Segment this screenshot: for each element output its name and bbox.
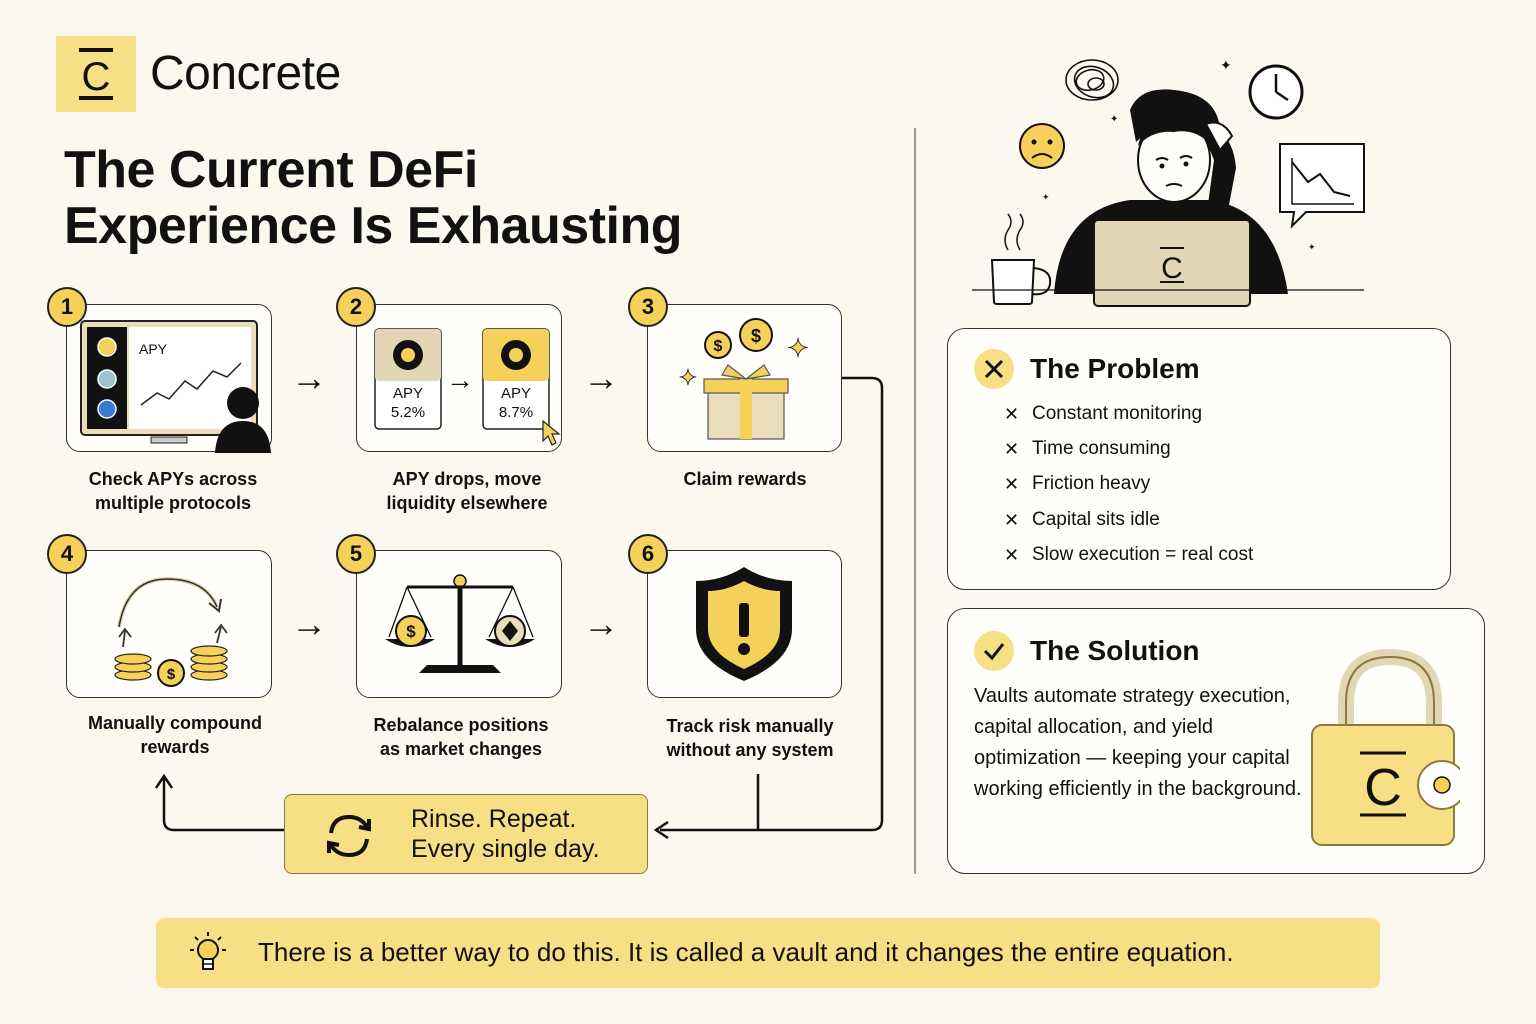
banner-text: There is a better way to do this. It is … — [258, 937, 1234, 967]
problem-item: ✕Friction heavy — [1004, 473, 1151, 494]
svg-text:$: $ — [406, 622, 416, 641]
x-mark-icon: ✕ — [1004, 403, 1020, 424]
step-4-badge: 4 — [47, 534, 87, 574]
step-3-badge: 3 — [628, 287, 668, 327]
svg-text:✦: ✦ — [1042, 193, 1050, 203]
problem-title: The Problem — [1030, 353, 1200, 384]
apy-compare-icon: APY 5.2% → APY 8.7% — [374, 328, 561, 446]
svg-text:APY: APY — [501, 385, 531, 402]
svg-text:APY: APY — [139, 341, 168, 357]
lightbulb-icon — [190, 932, 226, 970]
solution-body: Vaults automate strategy execution, capi… — [974, 685, 1302, 800]
x-mark-icon: ✕ — [1004, 438, 1020, 459]
padlock-icon: C — [1311, 648, 1460, 846]
coffee-mug-icon — [990, 213, 1052, 305]
brand-logo: C — [56, 36, 136, 112]
svg-text:✦: ✦ — [1220, 58, 1232, 74]
page-title-line-1: The Current DeFi — [64, 141, 478, 199]
scribble-icon — [1065, 59, 1119, 101]
close-x-icon — [974, 349, 1014, 389]
svg-text:5.2%: 5.2% — [391, 404, 425, 421]
sad-face-icon — [1019, 123, 1065, 169]
page-title-line-2: Experience Is Exhausting — [64, 197, 683, 255]
step-3-label: Claim rewards — [683, 469, 807, 489]
rinse-repeat-callout: Rinse. Repeat.Every single day. — [284, 794, 648, 874]
solution-title: The Solution — [1030, 635, 1200, 666]
svg-text:C: C — [1161, 252, 1183, 285]
svg-text:8.7%: 8.7% — [499, 404, 533, 421]
svg-text:APY: APY — [393, 385, 423, 402]
x-mark-icon: ✕ — [1004, 473, 1020, 494]
arrow-right-icon: → — [291, 603, 327, 644]
problem-card: The Problem ✕Constant monitoring ✕Time c… — [947, 328, 1451, 590]
step-6-badge: 6 — [628, 534, 668, 574]
shield-alert-icon — [696, 567, 792, 681]
column-divider — [914, 128, 916, 874]
page-title: The Current DeFi Experience Is Exhaustin… — [64, 141, 683, 255]
clock-icon — [1248, 64, 1304, 120]
x-mark-icon: ✕ — [1004, 509, 1020, 530]
gift-box-icon: $ $ ✦ ✦ — [678, 318, 809, 440]
svg-text:$: $ — [714, 338, 723, 355]
compound-cycle-icon: $ — [114, 576, 228, 687]
step-2-badge: 2 — [336, 287, 376, 327]
step-5-badge: 5 — [336, 534, 376, 574]
arrow-right-icon: → — [291, 357, 327, 398]
brand-name: Concrete — [150, 47, 341, 100]
stressed-person-illustration: ✦ ✦ ✦ ✦ C — [972, 58, 1365, 307]
step-1-badge: 1 — [47, 287, 87, 327]
step-2-card: APY 5.2% → APY 8.7% — [356, 304, 562, 452]
svg-text:→: → — [446, 364, 474, 395]
solution-card: The Solution Vaults automate strategy ex… — [947, 608, 1485, 874]
logo-c-icon: C — [79, 48, 113, 100]
problem-item: ✕Time consuming — [1004, 438, 1171, 459]
monitor-chart-icon: APY — [80, 320, 271, 453]
svg-text:✦: ✦ — [1308, 243, 1316, 253]
problem-item: ✕Capital sits idle — [1004, 509, 1160, 530]
svg-text:✦: ✦ — [787, 334, 809, 364]
svg-text:✦: ✦ — [679, 366, 697, 391]
rinse-repeat-text: Rinse. Repeat.Every single day. — [411, 805, 600, 863]
refresh-cycle-icon — [327, 814, 371, 858]
step-1-card: APY — [66, 304, 272, 453]
falling-chart-icon — [1279, 143, 1365, 229]
svg-text:C: C — [82, 55, 111, 99]
problem-item: ✕Slow execution = real cost — [1004, 544, 1254, 565]
step-6-card — [647, 550, 842, 698]
arrow-right-icon: → — [583, 603, 619, 644]
problem-item: ✕Constant monitoring — [1004, 403, 1203, 424]
checkmark-icon — [974, 631, 1014, 671]
svg-text:$: $ — [751, 326, 761, 346]
step-3-card: $ $ ✦ ✦ — [647, 304, 842, 452]
svg-text:C: C — [1364, 759, 1402, 817]
x-mark-icon: ✕ — [1004, 544, 1020, 565]
svg-text:✦: ✦ — [1110, 114, 1118, 125]
bottom-banner: There is a better way to do this. It is … — [156, 918, 1380, 988]
step-4-card: $ — [66, 550, 272, 698]
arrow-right-icon: → — [583, 357, 619, 398]
step-5-card: $ — [356, 550, 562, 698]
svg-text:$: $ — [167, 666, 176, 683]
balance-scale-icon: $ — [385, 574, 535, 673]
